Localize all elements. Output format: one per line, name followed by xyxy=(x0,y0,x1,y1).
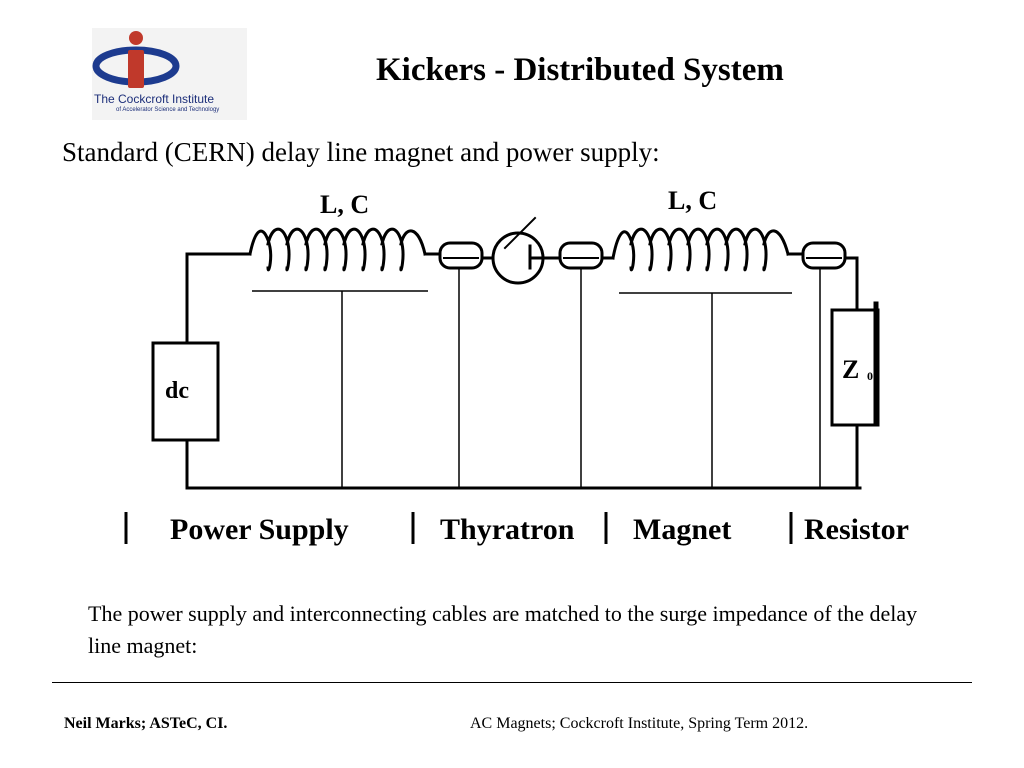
right-inductor-coil xyxy=(611,227,790,272)
dc-source xyxy=(151,341,220,442)
body-text: The power supply and interconnecting cab… xyxy=(88,601,918,658)
footer-divider xyxy=(52,682,972,683)
slide-subtitle: Standard (CERN) delay line magnet and po… xyxy=(62,137,660,167)
left-inductor-coil xyxy=(248,227,427,272)
logo-tagline: of Accelerator Science and Technology xyxy=(116,107,220,113)
section-power-supply: Power Supply xyxy=(170,513,349,546)
footer-author: Neil Marks; ASTeC, CI. xyxy=(64,715,228,732)
cockcroft-institute-logo xyxy=(92,28,247,120)
logo-institute-name: The Cockcroft Institute xyxy=(94,92,215,106)
thyratron-grid xyxy=(503,216,537,250)
section-resistor: Resistor xyxy=(804,513,909,546)
resistor-subscript: 0 xyxy=(867,369,873,383)
footer-course: AC Magnets; Cockcroft Institute, Spring … xyxy=(470,715,809,732)
cable-1 xyxy=(438,241,484,270)
right-inductor-label: L, C xyxy=(668,186,717,215)
cable-3 xyxy=(801,241,847,270)
section-thyratron: Thyratron xyxy=(440,513,575,546)
slide-title: Kickers - Distributed System xyxy=(376,52,784,88)
cable-2 xyxy=(558,241,604,270)
dc-label: dc xyxy=(165,378,189,404)
section-magnet: Magnet xyxy=(633,513,732,546)
wire-cable3-right xyxy=(843,256,859,312)
resistor-label: Z xyxy=(842,355,859,384)
left-inductor-label: L, C xyxy=(320,190,369,219)
